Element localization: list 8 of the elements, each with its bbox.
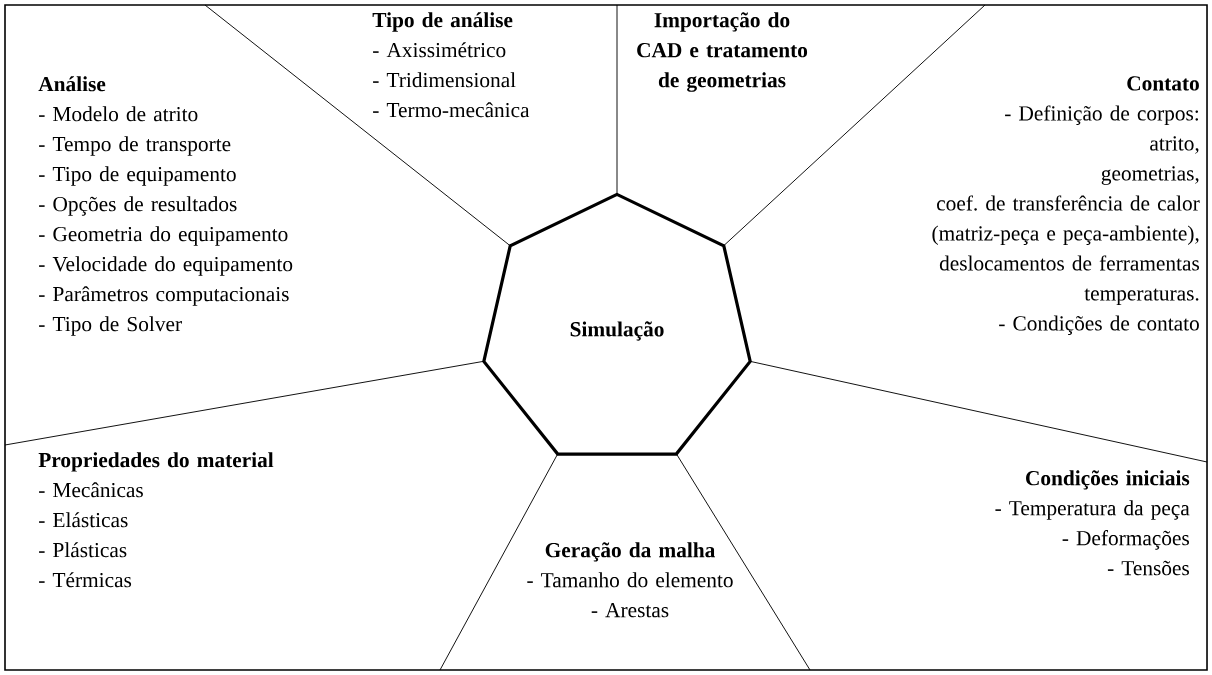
- heptagon: Simulação: [482, 192, 752, 456]
- sector-text: Contato - Definição de corpos: atrito, geometrias, coef. de transferência de calor (matriz-peça e peça-ambiente), deslocamentos de ferramentas temperaturas. - Condições de contato: [932, 76, 1200, 335]
- sector-text: Análise - Modelo de atrito - Tempo de transporte - Tipo de equipamento - Opções de resultados - Geometria do equipamento - Velocidade do equipamento - Parâmetros computacionais - Tipo de Solver: [38, 76, 293, 336]
- sector-text: Geração da malha - Tamanho do elemento - Arestas: [527, 542, 733, 618]
- sector-text: Condições iniciais - Temperatura da peça - Deformações - Tensões: [995, 470, 1190, 576]
- sector-text: Tipo de análise - Axissimétrico - Tridimensional - Termo-mecânica: [372, 12, 530, 118]
- sector-text: Propriedades do material - Mecânicas - Elásticas - Plásticas - Térmicas: [38, 452, 274, 588]
- sector-text: Importação do CAD e tratamento de geometrias: [637, 12, 808, 92]
